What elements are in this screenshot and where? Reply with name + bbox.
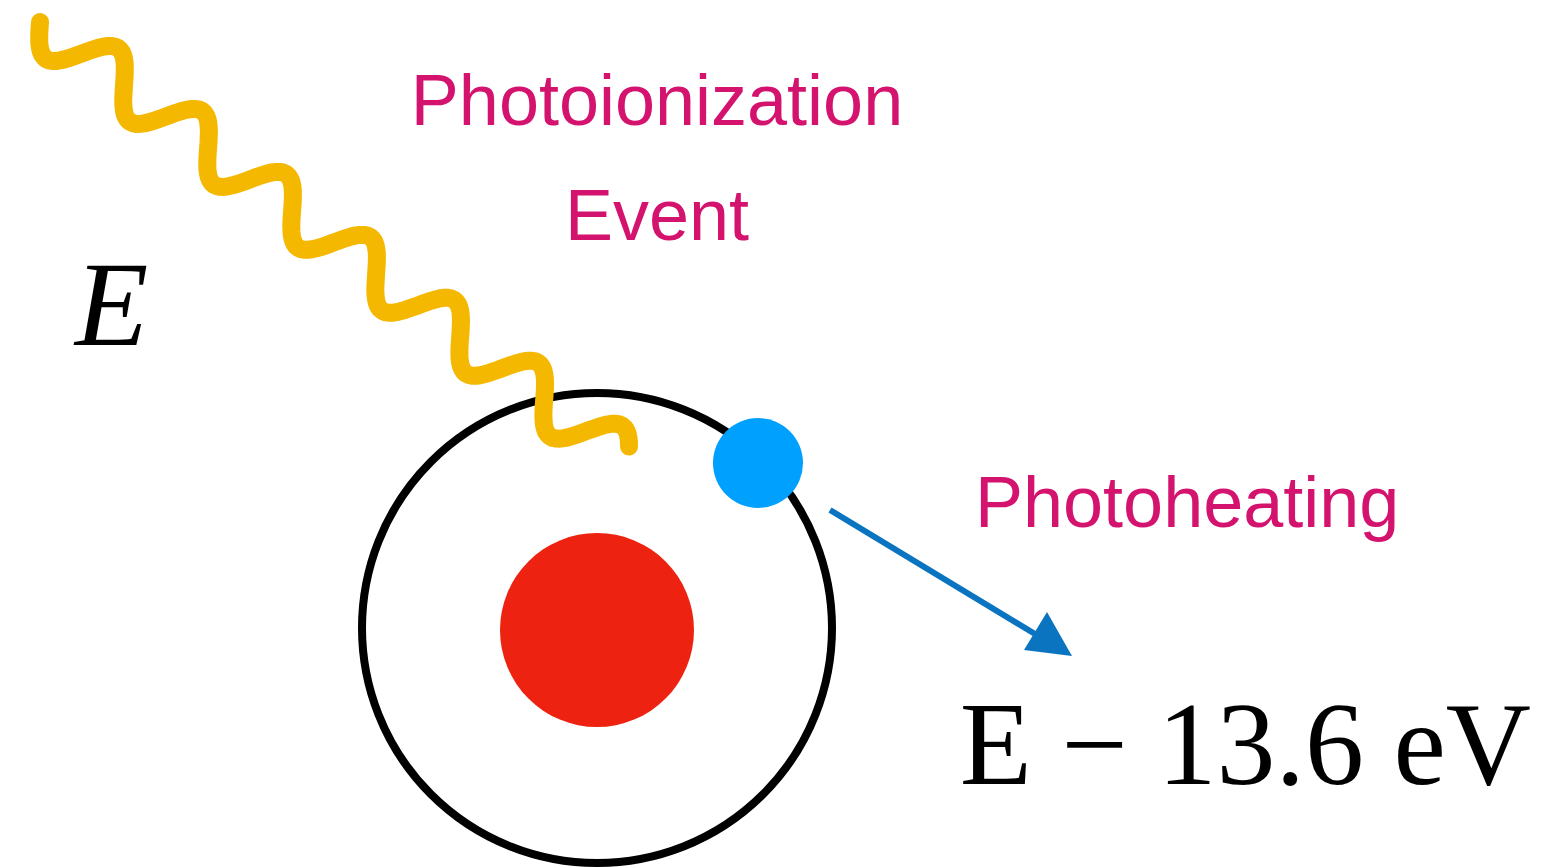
process-label: Photoheating	[975, 466, 1399, 538]
process-title: Photoionization Event	[357, 43, 957, 273]
arrow-head	[1024, 612, 1072, 656]
nucleus	[500, 533, 694, 727]
electron-orbit	[362, 393, 832, 863]
electron	[713, 418, 803, 508]
photon-energy: E	[75, 245, 148, 365]
electron-energy: E − 13.6 eV	[960, 686, 1531, 804]
